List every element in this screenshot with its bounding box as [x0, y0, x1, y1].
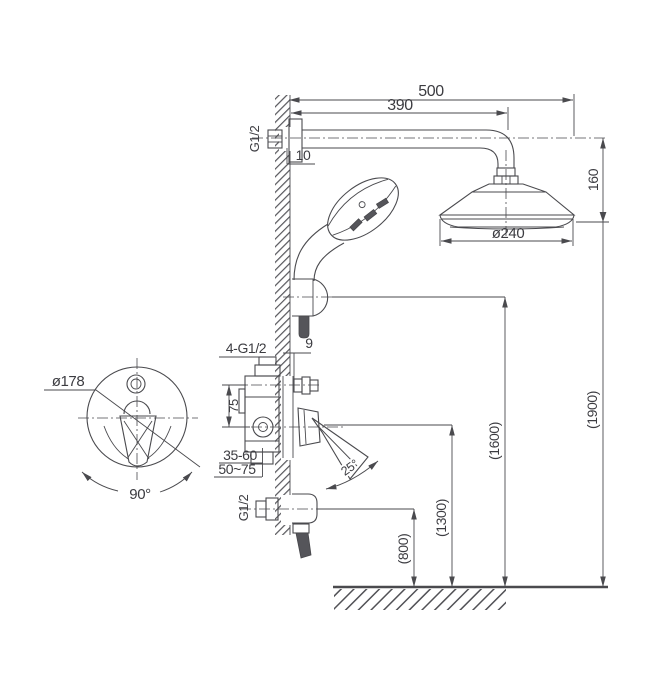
hose-stub [298, 315, 310, 339]
trim-plate-detail [44, 358, 201, 493]
lever-swing-ghost-right [147, 425, 172, 459]
valve-top-fitting-1 [258, 356, 277, 366]
arm-inner-edge [302, 147, 499, 168]
label-35-60: 35-60 [223, 447, 257, 463]
valve-side-port [238, 388, 246, 414]
arm-outer-edge [302, 129, 515, 168]
wall-section [275, 95, 295, 535]
label-g12-spout: G1/2 [236, 495, 251, 522]
label-800: (800) [395, 534, 411, 565]
tub-spout [240, 493, 332, 559]
hand-shower-handle-inner [313, 242, 345, 282]
wall-cutout-arm [279, 127, 292, 151]
label-178: ø178 [52, 373, 85, 390]
shower-arm [252, 118, 608, 168]
hand-shower [283, 177, 399, 339]
spout-body [292, 493, 318, 524]
plate-screw-outer [126, 374, 146, 394]
head-face-edge [449, 226, 565, 230]
diameter-leader [44, 389, 201, 468]
spout-hose [295, 532, 312, 559]
label-9: 9 [305, 335, 313, 351]
label-4g12: 4-G1/2 [226, 340, 267, 356]
swing-arc-left [81, 471, 119, 492]
dimensions [214, 94, 609, 587]
label-240: ø240 [492, 225, 525, 242]
arm-wall-fitting [267, 129, 283, 149]
rain-shower-head [438, 150, 576, 236]
label-90: 90° [129, 486, 151, 503]
valve-bottom-box [250, 451, 274, 465]
swing-arc-right [159, 471, 193, 493]
valve-wall-fitting-2 [301, 376, 311, 395]
label-1600: (1600) [486, 422, 502, 460]
hand-shower-handle-outer [293, 223, 329, 281]
valve-wall-fitting-3 [309, 379, 319, 392]
label-1300: (1300) [433, 499, 449, 537]
dim-160-arrow [599, 212, 607, 222]
lever-cap [123, 400, 151, 415]
valve-lever [297, 407, 379, 490]
label-75: 75 [226, 399, 241, 413]
lever-pivot [297, 407, 321, 447]
head-tier [471, 183, 547, 193]
wall-cutout-valve [281, 376, 295, 460]
label-g12-arm: G1/2 [247, 126, 262, 153]
shower-holder [292, 278, 329, 317]
valve-wall-fitting-1 [293, 378, 303, 393]
arm-flange [288, 118, 303, 163]
label-1900: (1900) [584, 391, 600, 429]
head-rim [439, 214, 575, 228]
lever-front [119, 415, 157, 467]
label-390: 390 [387, 97, 413, 114]
head-cone [438, 191, 576, 216]
wall-cutout-spout [281, 495, 295, 525]
label-50-75: 50~75 [218, 461, 256, 477]
label-160: 160 [585, 168, 601, 191]
hand-shower-head [327, 177, 399, 241]
label-500: 500 [418, 83, 444, 100]
dimension-labels: 500 390 10 G1/2 160 ø240 (1900) (1600) (… [52, 83, 602, 566]
floor-hatch [334, 589, 506, 610]
floor-section [333, 585, 608, 610]
spout-nut [292, 523, 310, 534]
plate-screw-inner [130, 378, 142, 390]
label-10: 10 [296, 147, 311, 163]
lever-swing-arc [325, 460, 379, 490]
mixing-valve [232, 356, 344, 465]
wall-hatch [275, 95, 290, 535]
lever-swing-ghost-left [103, 425, 128, 459]
